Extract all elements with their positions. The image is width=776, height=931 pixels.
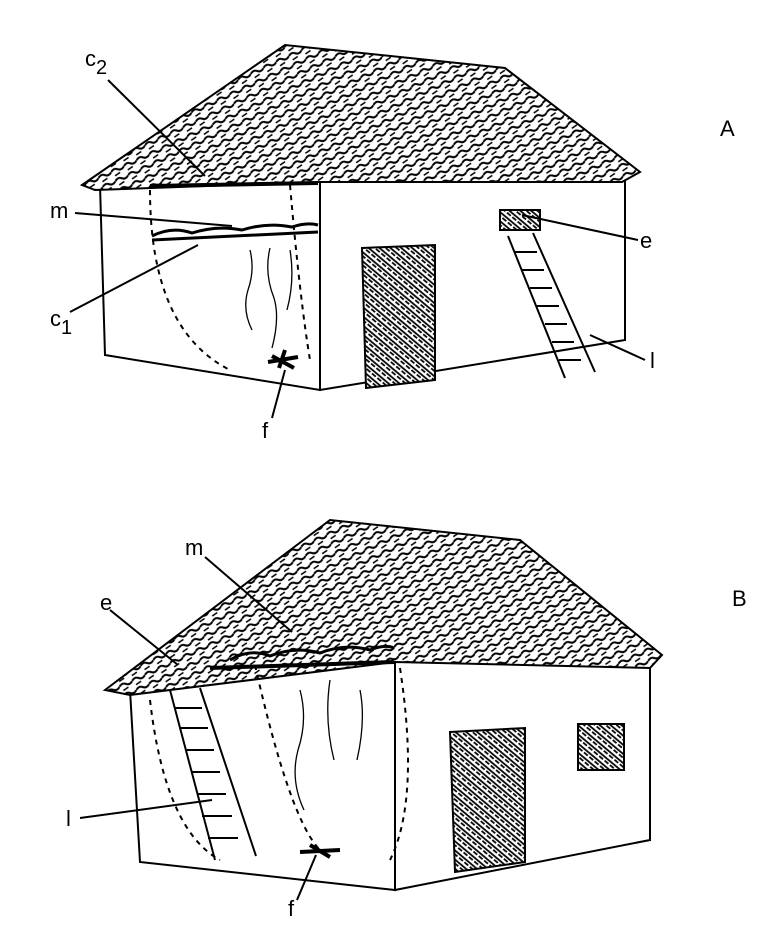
house-b-door <box>448 726 526 874</box>
callout-c2-sub: 2 <box>96 57 108 79</box>
callout-f-b: f <box>288 896 295 921</box>
house-b-roof <box>102 518 664 697</box>
callout-m-b: m <box>185 535 204 560</box>
house-b-ladder <box>169 687 257 861</box>
house-a-fire <box>267 349 299 370</box>
callout-l-b: l <box>66 806 71 831</box>
panel-a-label: A <box>720 116 735 141</box>
callout-c2-letter: c <box>85 46 96 71</box>
house-a-door <box>360 243 436 390</box>
house-a-shelf <box>151 222 319 242</box>
house-a-smoke-path <box>149 184 311 371</box>
callout-f-a: f <box>262 418 269 443</box>
house-a-window <box>499 209 541 231</box>
house-a-smoke <box>245 247 293 349</box>
house-a <box>69 43 646 419</box>
callout-c2: c2 <box>85 46 107 79</box>
callout-c1: c1 <box>50 306 72 339</box>
panel-b-label: B <box>732 586 747 611</box>
callout-e-a: e <box>640 228 653 253</box>
house-b-smoke-path <box>149 664 409 861</box>
house-a-ladder <box>507 232 596 379</box>
callout-e-b: e <box>100 590 113 615</box>
callout-m-a: m <box>50 198 69 223</box>
house-b-smoke <box>294 679 364 811</box>
house-a-roof <box>79 43 642 192</box>
house-b-window <box>577 723 625 771</box>
house-b-fire <box>299 843 341 859</box>
house-b-shelf <box>229 644 395 662</box>
callout-l-a: l <box>650 348 655 373</box>
house-b <box>79 518 664 901</box>
callout-c1-sub: 1 <box>61 317 73 339</box>
callout-c1-letter: c <box>50 306 61 331</box>
